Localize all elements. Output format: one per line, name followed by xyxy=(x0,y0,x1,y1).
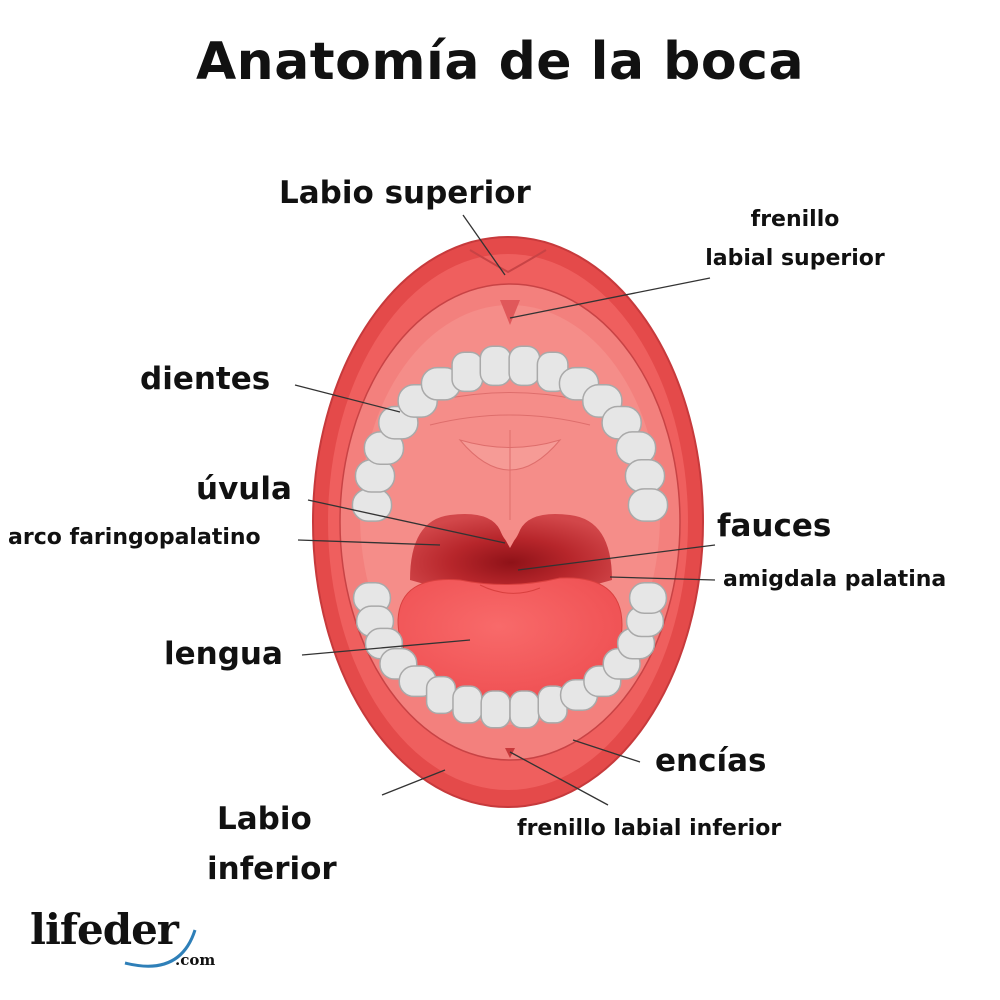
lower-frenulum xyxy=(505,748,515,758)
lower-tooth xyxy=(628,582,668,614)
lower-tooth xyxy=(425,675,457,715)
logo-swoosh-icon xyxy=(124,929,197,968)
label-labio-inferior-1: Labio xyxy=(217,801,312,837)
upper-tooth xyxy=(451,351,484,393)
upper-tooth xyxy=(624,458,666,493)
lower-tooth xyxy=(452,685,483,724)
label-frenillo-superior-2: labial superior xyxy=(705,246,885,271)
upper-tooth xyxy=(627,488,669,522)
page-title: Anatomía de la boca xyxy=(195,32,805,92)
label-encias: encías xyxy=(655,743,767,779)
label-amigdala-palatina: amigdala palatina xyxy=(723,567,947,592)
leader-lines xyxy=(294,214,716,806)
label-dientes: dientes xyxy=(140,361,271,397)
logo-suffix: .com xyxy=(175,951,216,969)
upper-tooth xyxy=(508,345,541,387)
teeth xyxy=(351,345,669,729)
logo-word: lifeder xyxy=(30,905,179,954)
label-labio-inferior-2: inferior xyxy=(207,851,337,887)
label-labio-superior: Labio superior xyxy=(279,175,531,211)
throat xyxy=(410,514,612,595)
label-arco-faringopalatino: arco faringopalatino xyxy=(8,525,261,550)
label-frenillo-inferior: frenillo labial inferior xyxy=(517,816,782,841)
lower-tooth xyxy=(509,690,540,729)
upper-frenulum xyxy=(500,300,520,325)
label-frenillo-superior-1: frenillo xyxy=(750,207,840,232)
label-uvula: úvula xyxy=(196,471,292,507)
upper-tooth xyxy=(479,345,512,387)
lifeder-logo: lifeder .com xyxy=(30,905,230,975)
label-fauces: fauces xyxy=(717,508,832,544)
uvula xyxy=(500,530,520,543)
lower-tooth xyxy=(480,690,511,729)
label-lengua: lengua xyxy=(164,636,283,672)
